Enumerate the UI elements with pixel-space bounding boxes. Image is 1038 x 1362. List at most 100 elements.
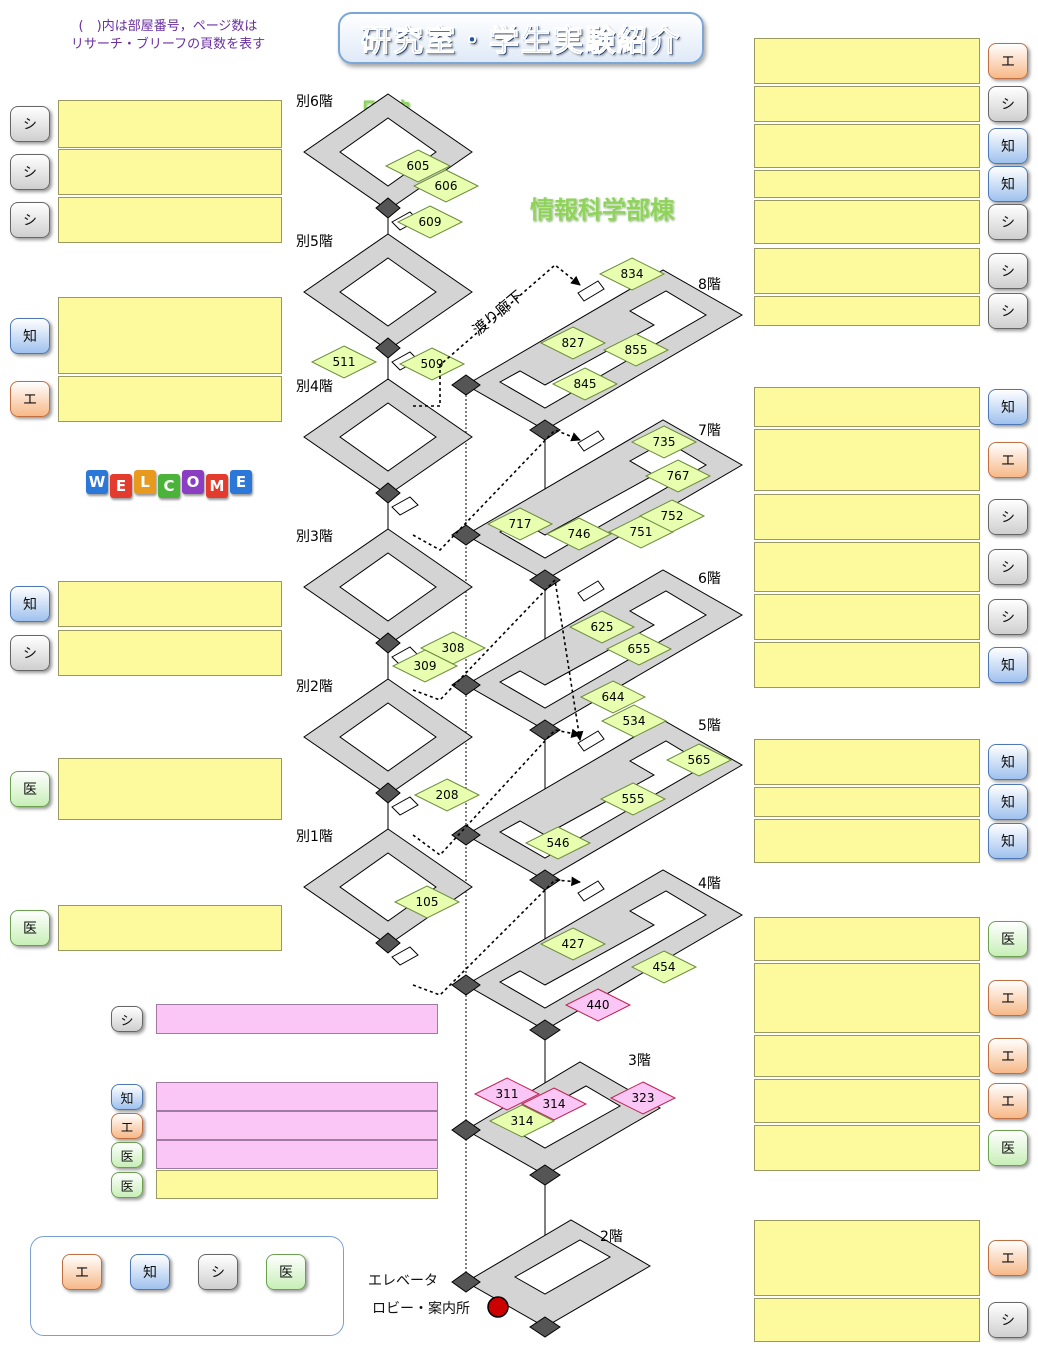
department-tag-k: 知 — [988, 823, 1028, 859]
student-lab-entry — [156, 1111, 438, 1140]
department-tag-k: 知 — [988, 647, 1028, 683]
room-marker: 440 — [564, 988, 632, 1022]
room-marker: 454 — [630, 950, 698, 984]
department-tag-e: エ — [10, 381, 50, 417]
lab-entry — [58, 297, 282, 374]
room-marker: 767 — [644, 459, 712, 493]
lab-entry — [58, 581, 282, 627]
department-tag-s: シ — [10, 202, 50, 238]
room-marker: 717 — [486, 507, 554, 541]
lab-entry — [754, 739, 980, 785]
room-number: 454 — [653, 960, 676, 974]
lab-entry — [58, 905, 282, 951]
room-marker: 208 — [413, 778, 481, 812]
room-number: 735 — [653, 435, 676, 449]
main-floor-label: 8階 — [698, 277, 721, 293]
room-marker: 855 — [602, 333, 670, 367]
room-number: 565 — [688, 753, 711, 767]
room-number: 751 — [630, 525, 653, 539]
corridor-label: 渡り廊下 — [469, 287, 527, 339]
room-number: 655 — [628, 642, 651, 656]
welcome-letter-block: L — [134, 470, 156, 494]
lab-entry — [754, 86, 980, 122]
room-number: 834 — [621, 267, 644, 281]
room-marker: 625 — [568, 610, 636, 644]
room-number: 609 — [419, 215, 442, 229]
department-tag-s: シ — [988, 1302, 1028, 1338]
annex-floor-label: 別1階 — [296, 829, 333, 845]
department-tag-i: 医 — [111, 1172, 143, 1198]
room-marker: 609 — [396, 205, 464, 239]
room-marker: 606 — [412, 169, 480, 203]
main-building-label: 情報科学部棟 — [530, 196, 674, 224]
corridor-arrow — [413, 263, 581, 407]
lab-entry — [754, 248, 980, 294]
welcome-letter-block: E — [110, 474, 132, 498]
annex-floor-label: 別3階 — [296, 529, 333, 545]
room-number: 644 — [602, 690, 625, 704]
room-number: 509 — [421, 357, 444, 371]
department-tag-k: 知 — [988, 166, 1028, 202]
room-marker: 509 — [398, 347, 466, 381]
main-floor-label: 4階 — [698, 876, 721, 892]
room-marker: 427 — [539, 927, 607, 961]
lab-entry — [754, 170, 980, 198]
room-number: 314 — [511, 1114, 534, 1128]
department-tag-i: 医 — [266, 1254, 306, 1290]
corridor-arrow — [412, 578, 584, 741]
room-number: 105 — [416, 895, 439, 909]
department-tag-k: 知 — [10, 317, 50, 354]
lab-entry — [754, 1035, 980, 1077]
lab-entry — [754, 917, 980, 961]
room-number: 427 — [562, 937, 585, 951]
main-floor-label: 3階 — [628, 1053, 651, 1069]
room-marker: 311 — [473, 1077, 541, 1111]
lab-entry — [754, 387, 980, 427]
room-marker: 314 — [488, 1104, 556, 1138]
department-tag-s: シ — [988, 86, 1028, 122]
main-floor: 2階 — [451, 1219, 651, 1338]
room-number: 752 — [661, 509, 684, 523]
department-tag-k: 知 — [130, 1254, 170, 1290]
welcome-letter-block: E — [230, 470, 252, 494]
student-lab-entry — [156, 1140, 438, 1169]
elevator-label: エレベータ — [368, 1273, 438, 1289]
lab-entry — [754, 963, 980, 1033]
room-marker: 314 — [520, 1087, 588, 1121]
room-number: 208 — [436, 788, 459, 802]
lab-entry — [754, 594, 980, 640]
department-tag-k: 知 — [988, 128, 1028, 164]
lab-entry — [754, 1220, 980, 1296]
lab-entry — [58, 376, 282, 422]
department-tag-e: エ — [988, 980, 1028, 1016]
room-marker: 105 — [393, 885, 461, 919]
department-tag-k: 知 — [111, 1084, 143, 1110]
department-tag-i: 医 — [111, 1142, 143, 1168]
annex-floor: 別1階 105 — [296, 828, 473, 966]
lab-entry — [754, 787, 980, 817]
department-tag-i: 医 — [988, 921, 1028, 957]
department-tag-k: 知 — [988, 389, 1028, 425]
lab-entry — [754, 200, 980, 244]
room-number: 511 — [333, 355, 356, 369]
department-tag-s: シ — [10, 635, 50, 671]
room-number: 746 — [568, 527, 591, 541]
room-marker: 834 — [598, 257, 666, 291]
department-tag-e: エ — [111, 1113, 143, 1139]
page-title: 研究室・学生実験紹介 — [338, 12, 704, 64]
lab-entry — [754, 429, 980, 491]
main-floor-label: 2階 — [600, 1229, 623, 1245]
room-number: 845 — [574, 377, 597, 391]
lobby-label: ロビー・案内所 — [372, 1301, 470, 1317]
welcome-letter-block: C — [158, 474, 180, 498]
room-marker: 845 — [551, 367, 619, 401]
lab-entry — [754, 1298, 980, 1342]
